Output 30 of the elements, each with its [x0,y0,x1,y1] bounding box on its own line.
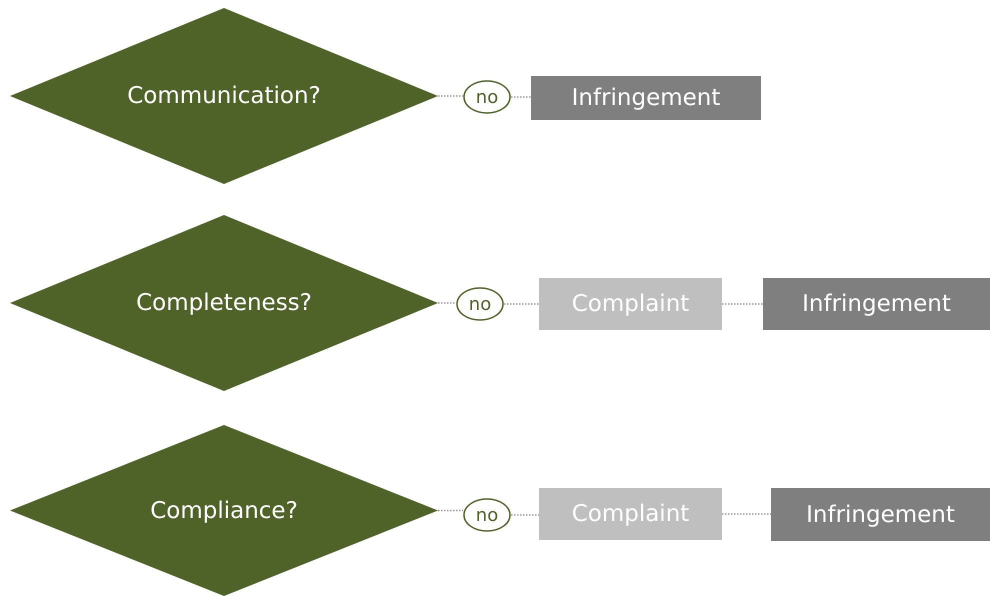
node-label: Infringement [572,85,720,111]
connector-line [438,302,456,304]
node-label: Completeness? [136,290,312,316]
connector-line [438,510,463,512]
node-label: Complaint [572,291,690,317]
answer-oval [456,287,504,321]
connector-line [511,514,539,516]
node-label: no [476,504,498,526]
outcome-box [539,488,722,540]
decision-diamond [10,8,438,184]
decision-diamond [10,425,438,596]
answer-oval [463,498,511,532]
node-label: Infringement [806,502,955,528]
node-label: no [476,86,498,108]
node-label: Compliance? [150,498,298,524]
node-label: Communication? [127,83,321,109]
connector-line [438,95,463,97]
outcome-box [531,76,761,120]
outcome-box [771,488,990,541]
node-label: Complaint [572,501,690,527]
node-label: no [468,294,492,314]
node-label: Infringement [802,291,951,317]
outcome-box [763,278,990,330]
decision-diamond [10,215,438,391]
connector-line [722,513,771,515]
connector-line [504,303,539,305]
connector-line [511,96,531,98]
outcome-box [539,278,722,330]
connector-line [722,303,763,305]
answer-oval [463,80,511,114]
